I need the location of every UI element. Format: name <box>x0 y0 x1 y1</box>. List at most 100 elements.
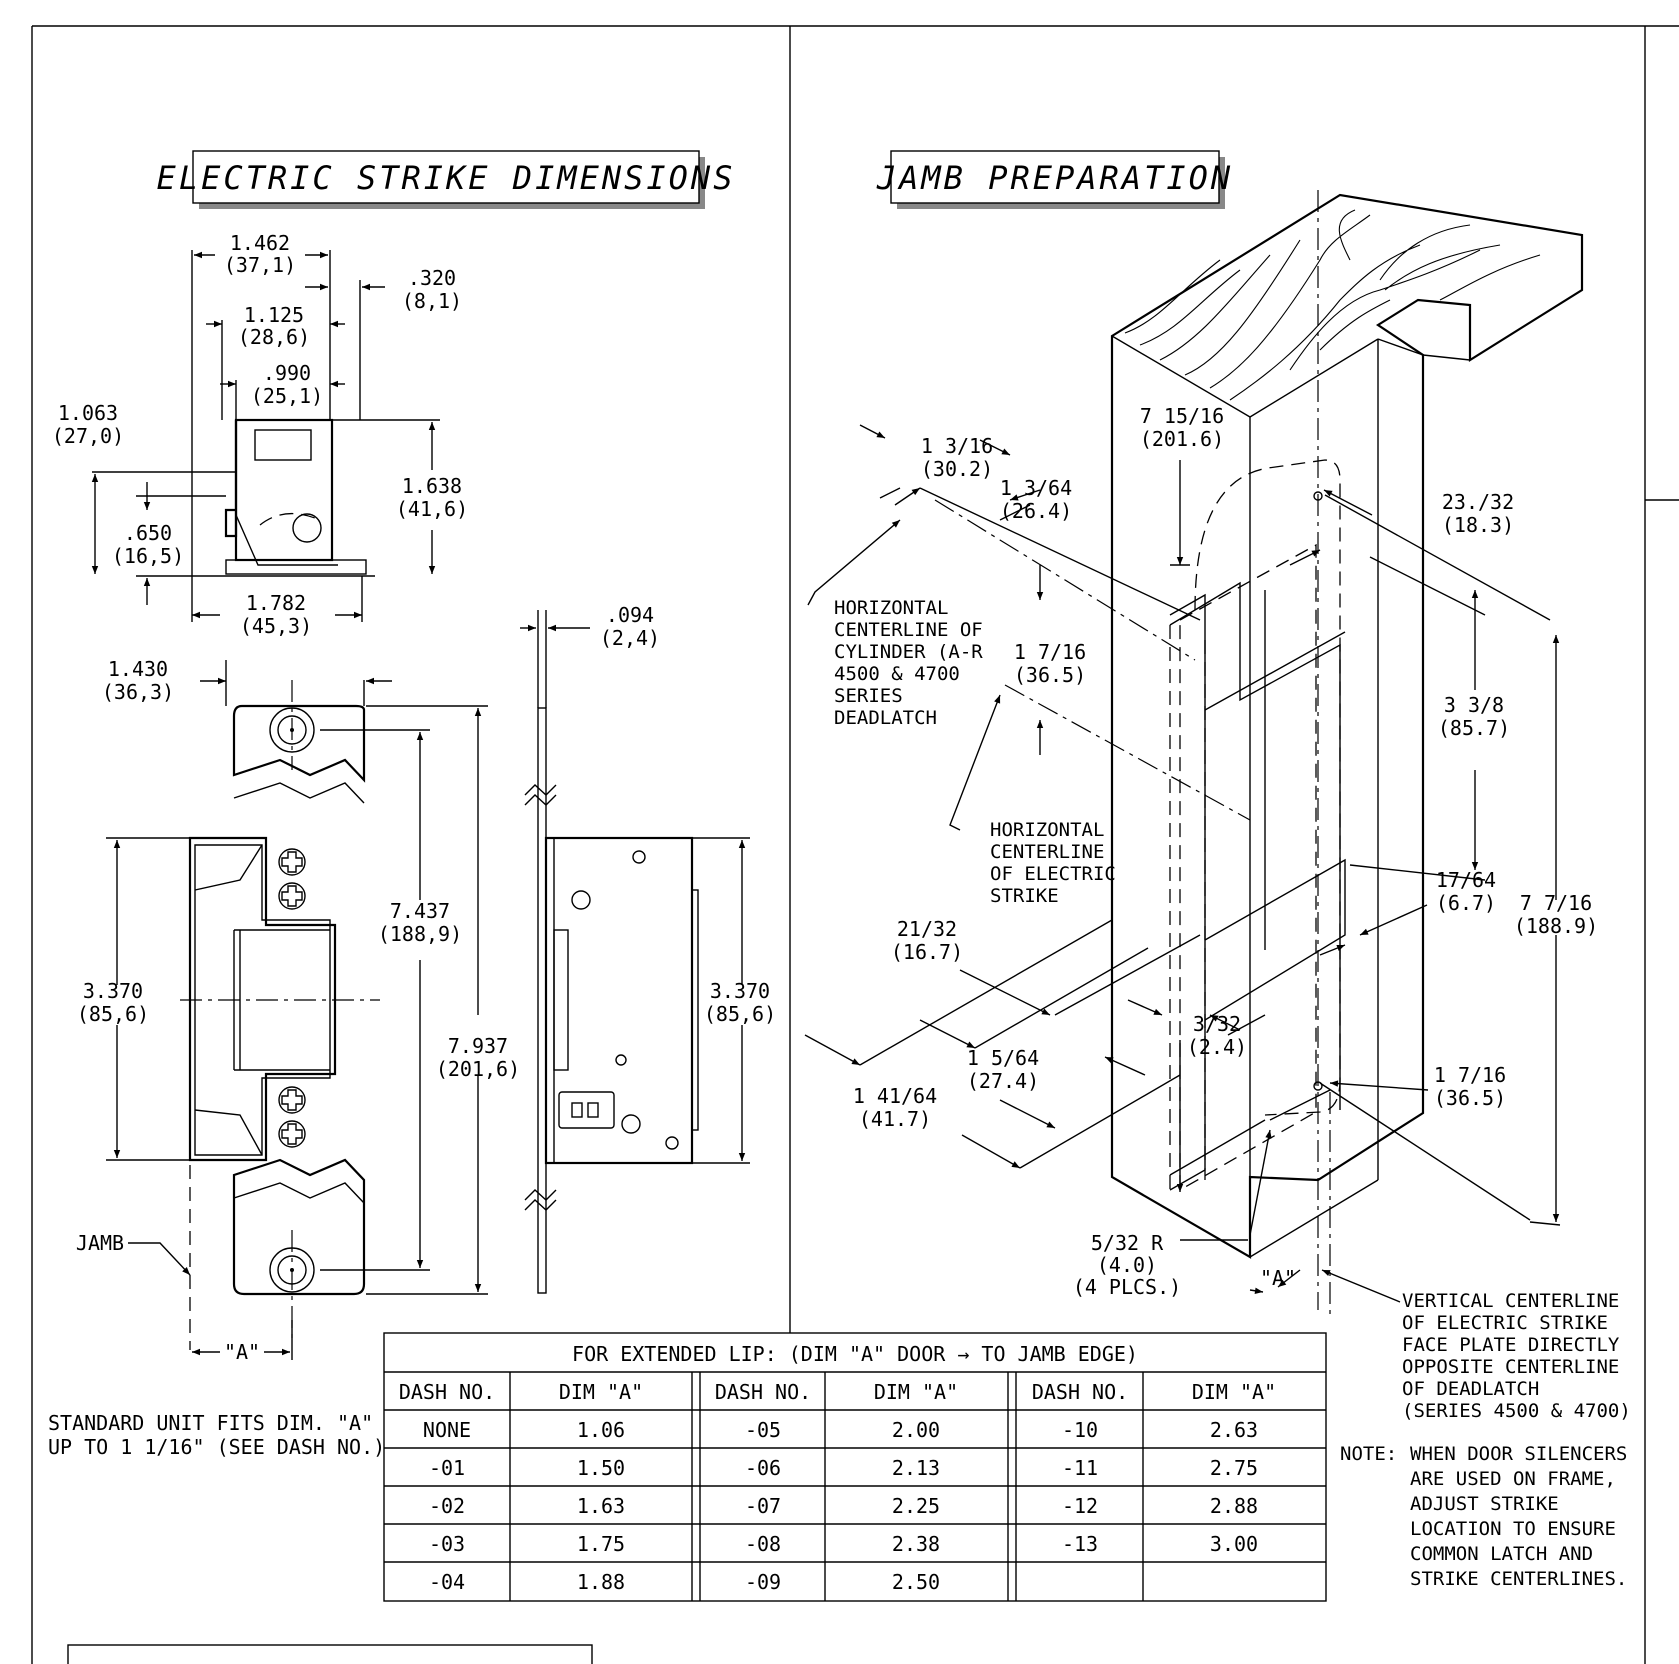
jamb-title-box: JAMB PREPARATION <box>876 150 1233 209</box>
svg-text:4500 & 4700: 4500 & 4700 <box>834 663 960 685</box>
silencer-note: NOTE: WHEN DOOR SILENCERS ARE USED ON FR… <box>1340 1443 1627 1590</box>
svg-text:1 3/64: 1 3/64 <box>1000 476 1072 500</box>
svg-text:(85,6): (85,6) <box>704 1002 776 1026</box>
svg-text:CYLINDER (A-R: CYLINDER (A-R <box>834 641 983 663</box>
svg-text:-13: -13 <box>1062 1532 1098 1556</box>
dash-number-table: FOR EXTENDED LIP: (DIM "A" DOOR → TO JAM… <box>383 1332 1327 1602</box>
svg-text:OF ELECTRIC: OF ELECTRIC <box>990 863 1116 885</box>
svg-text:COMMON LATCH AND: COMMON LATCH AND <box>1410 1543 1593 1565</box>
note-label: NOTE: <box>1340 1443 1397 1465</box>
svg-text:1 3/16: 1 3/16 <box>921 434 993 458</box>
svg-text:WHEN DOOR SILENCERS: WHEN DOOR SILENCERS <box>1410 1443 1627 1465</box>
svg-text:(41,6): (41,6) <box>396 497 468 521</box>
svg-text:2.00: 2.00 <box>892 1418 940 1442</box>
svg-text:2.63: 2.63 <box>1210 1418 1258 1442</box>
svg-text:UP TO 1 1/16" (SEE DASH NO.): UP TO 1 1/16" (SEE DASH NO.) <box>48 1435 385 1459</box>
svg-text:.990: .990 <box>263 361 311 385</box>
jamb-title: JAMB PREPARATION <box>876 159 1233 197</box>
table-title: FOR EXTENDED LIP: (DIM "A" DOOR → TO JAM… <box>572 1342 1138 1366</box>
strike-front-view-labels: 1.430 (36,3) 7.437 (188,9) 3.370 (85,6) … <box>48 657 520 1459</box>
strike-side-view <box>520 610 750 1294</box>
svg-text:1.75: 1.75 <box>577 1532 625 1556</box>
svg-text:-07: -07 <box>745 1494 781 1518</box>
sheet-border <box>31 25 1679 1664</box>
jamb-dimension-lines <box>804 424 1561 1303</box>
svg-text:(26.4): (26.4) <box>1000 499 1072 523</box>
strike-front-view <box>106 660 488 1360</box>
svg-text:1 5/64: 1 5/64 <box>967 1046 1039 1070</box>
strike-end-view-labels: 1.462 (37,1) .320 (8,1) 1.125 (28,6) .99… <box>52 231 468 638</box>
table-row: -02 1.63 -07 2.25 -12 2.88 <box>429 1494 1258 1518</box>
svg-text:2.50: 2.50 <box>892 1570 940 1594</box>
svg-text:(4 PLCS.): (4 PLCS.) <box>1073 1275 1181 1299</box>
svg-text:(45,3): (45,3) <box>240 614 312 638</box>
jamb-label: JAMB <box>76 1231 124 1255</box>
svg-text:2.75: 2.75 <box>1210 1456 1258 1480</box>
svg-text:(6.7): (6.7) <box>1436 891 1496 915</box>
svg-text:2.13: 2.13 <box>892 1456 940 1480</box>
svg-text:(85.7): (85.7) <box>1438 716 1510 740</box>
table-row: NONE 1.06 -05 2.00 -10 2.63 <box>423 1418 1258 1442</box>
svg-text:.650: .650 <box>124 521 172 545</box>
strike-side-view-labels: .094 (2,4) 3.370 (85,6) <box>600 603 776 1026</box>
table-row: -04 1.88 -09 2.50 <box>429 1570 940 1594</box>
svg-text:-01: -01 <box>429 1456 465 1480</box>
jamb-isometric-view <box>934 190 1584 1320</box>
table-header-row: DASH NO. DIM "A" DASH NO. DIM "A" DASH N… <box>399 1380 1276 1404</box>
svg-text:7.437: 7.437 <box>390 899 450 923</box>
svg-text:(27.4): (27.4) <box>967 1069 1039 1093</box>
svg-text:DASH NO.: DASH NO. <box>399 1380 495 1404</box>
svg-text:1.88: 1.88 <box>577 1570 625 1594</box>
svg-text:-10: -10 <box>1062 1418 1098 1442</box>
svg-text:1.782: 1.782 <box>246 591 306 615</box>
svg-text:3.00: 3.00 <box>1210 1532 1258 1556</box>
svg-text:(201.6): (201.6) <box>1140 427 1224 451</box>
svg-text:1.063: 1.063 <box>58 401 118 425</box>
svg-text:OPPOSITE CENTERLINE: OPPOSITE CENTERLINE <box>1402 1356 1619 1378</box>
svg-text:(188.9): (188.9) <box>1514 914 1598 938</box>
svg-text:1 7/16: 1 7/16 <box>1434 1063 1506 1087</box>
svg-text:-11: -11 <box>1062 1456 1098 1480</box>
svg-text:DIM "A": DIM "A" <box>874 1380 958 1404</box>
svg-text:-06: -06 <box>745 1456 781 1480</box>
svg-text:1.125: 1.125 <box>244 303 304 327</box>
svg-text:-05: -05 <box>745 1418 781 1442</box>
svg-text:3 3/8: 3 3/8 <box>1444 693 1504 717</box>
svg-text:HORIZONTAL: HORIZONTAL <box>990 819 1104 841</box>
svg-text:1.63: 1.63 <box>577 1494 625 1518</box>
svg-text:(188,9): (188,9) <box>378 922 462 946</box>
svg-text:-04: -04 <box>429 1570 465 1594</box>
svg-text:STRIKE: STRIKE <box>990 885 1059 907</box>
cylinder-centerline-note: HORIZONTAL CENTERLINE OF CYLINDER (A-R 4… <box>834 597 983 729</box>
svg-text:OF DEADLATCH: OF DEADLATCH <box>1402 1378 1539 1400</box>
svg-text:(2.4): (2.4) <box>1187 1035 1247 1059</box>
svg-text:(85,6): (85,6) <box>77 1002 149 1026</box>
svg-text:CENTERLINE: CENTERLINE <box>990 841 1104 863</box>
svg-text:21/32: 21/32 <box>897 917 957 941</box>
svg-text:1 41/64: 1 41/64 <box>853 1084 937 1108</box>
svg-text:7.937: 7.937 <box>448 1034 508 1058</box>
strike-centerline-note: HORIZONTAL CENTERLINE OF ELECTRIC STRIKE <box>990 819 1116 907</box>
table-row: -01 1.50 -06 2.13 -11 2.75 <box>429 1456 1258 1480</box>
svg-text:DASH NO.: DASH NO. <box>715 1380 811 1404</box>
svg-text:-02: -02 <box>429 1494 465 1518</box>
jamb-dim-a-label: "A" <box>1260 1266 1296 1290</box>
svg-text:-12: -12 <box>1062 1494 1098 1518</box>
svg-text:7 15/16: 7 15/16 <box>1140 404 1224 428</box>
svg-text:(16.7): (16.7) <box>891 940 963 964</box>
svg-text:(36.5): (36.5) <box>1434 1086 1506 1110</box>
table-row: -03 1.75 -08 2.38 -13 3.00 <box>429 1532 1258 1556</box>
svg-text:HORIZONTAL: HORIZONTAL <box>834 597 948 619</box>
svg-text:(SERIES 4500 & 4700): (SERIES 4500 & 4700) <box>1402 1400 1631 1422</box>
svg-text:(201,6): (201,6) <box>436 1057 520 1081</box>
svg-text:STRIKE CENTERLINES.: STRIKE CENTERLINES. <box>1410 1568 1627 1590</box>
dim-a-label: "A" <box>224 1340 260 1364</box>
strike-title: ELECTRIC STRIKE DIMENSIONS <box>157 159 736 197</box>
svg-text:2.25: 2.25 <box>892 1494 940 1518</box>
svg-text:FACE PLATE DIRECTLY: FACE PLATE DIRECTLY <box>1402 1334 1620 1356</box>
svg-text:5/32 R: 5/32 R <box>1091 1231 1164 1255</box>
svg-text:23./32: 23./32 <box>1442 490 1514 514</box>
svg-text:DIM "A": DIM "A" <box>1192 1380 1276 1404</box>
svg-text:(36,3): (36,3) <box>102 680 174 704</box>
